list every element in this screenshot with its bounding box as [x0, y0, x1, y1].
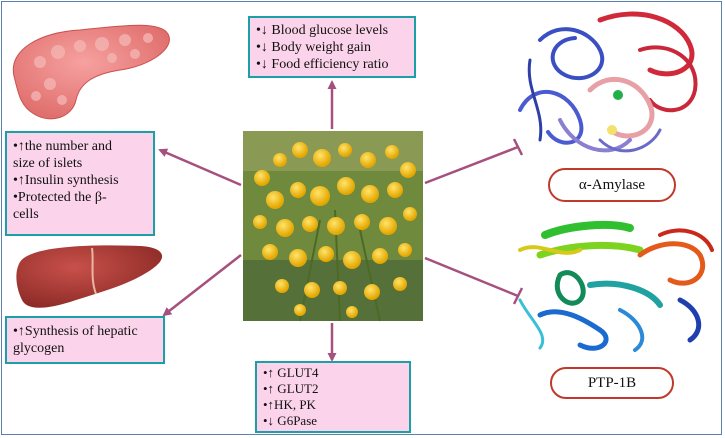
ptp1b-structure — [518, 220, 714, 352]
effect-line: •↓ Blood glucose levels — [256, 23, 389, 38]
alpha-amylase-label: α-Amylase — [548, 168, 676, 202]
pancreas-image — [12, 24, 170, 120]
liver-image — [16, 245, 163, 308]
alpha-amylase-text: α-Amylase — [578, 177, 646, 193]
effect-line: •↑Synthesis of hepatic — [13, 324, 138, 339]
effect-line: size of islets — [13, 156, 83, 171]
effect-line: •↑Insulin synthesis — [13, 173, 119, 188]
effect-line: •Protected the β- — [13, 190, 107, 205]
ptp1b-label: PTP-1B — [550, 367, 674, 399]
inhibit-ptp-bar — [512, 287, 524, 305]
connectors — [158, 80, 524, 362]
effect-line: •↓ Food efficiency ratio — [256, 57, 389, 72]
effect-line: glycogen — [13, 341, 65, 356]
plant-photo — [243, 131, 423, 322]
effect-line: •↑HK, PK — [263, 397, 316, 412]
effect-line: •↑the number and — [13, 139, 112, 154]
inhibit-amylase-line — [424, 145, 519, 185]
ptp1b-text: PTP-1B — [587, 375, 637, 391]
effect-line: cells — [13, 207, 39, 222]
effect-line: •↓ Body weight gain — [256, 40, 371, 55]
top-effects-box: •↓ Blood glucose levels •↓ Body weight g… — [248, 16, 416, 78]
arrow-to-islets-box — [158, 148, 242, 187]
inhibit-ptp-line — [424, 256, 519, 298]
bottom-effects-box: •↑ GLUT4 •↑ GLUT2 •↑HK, PK •↓ G6Pase — [255, 361, 411, 433]
inhibit-amylase-bar — [512, 138, 524, 156]
liver-effects-box: •↑Synthesis of hepatic glycogen — [5, 316, 165, 364]
effect-line: •↑ GLUT2 — [263, 381, 319, 396]
effect-line: •↓ G6Pase — [263, 413, 318, 428]
arrow-to-liver-box — [162, 254, 242, 317]
alpha-amylase-structure — [518, 11, 698, 153]
islets-effects-box: •↑the number and size of islets •↑Insuli… — [5, 131, 155, 236]
effect-line: •↑ GLUT4 — [263, 365, 319, 380]
